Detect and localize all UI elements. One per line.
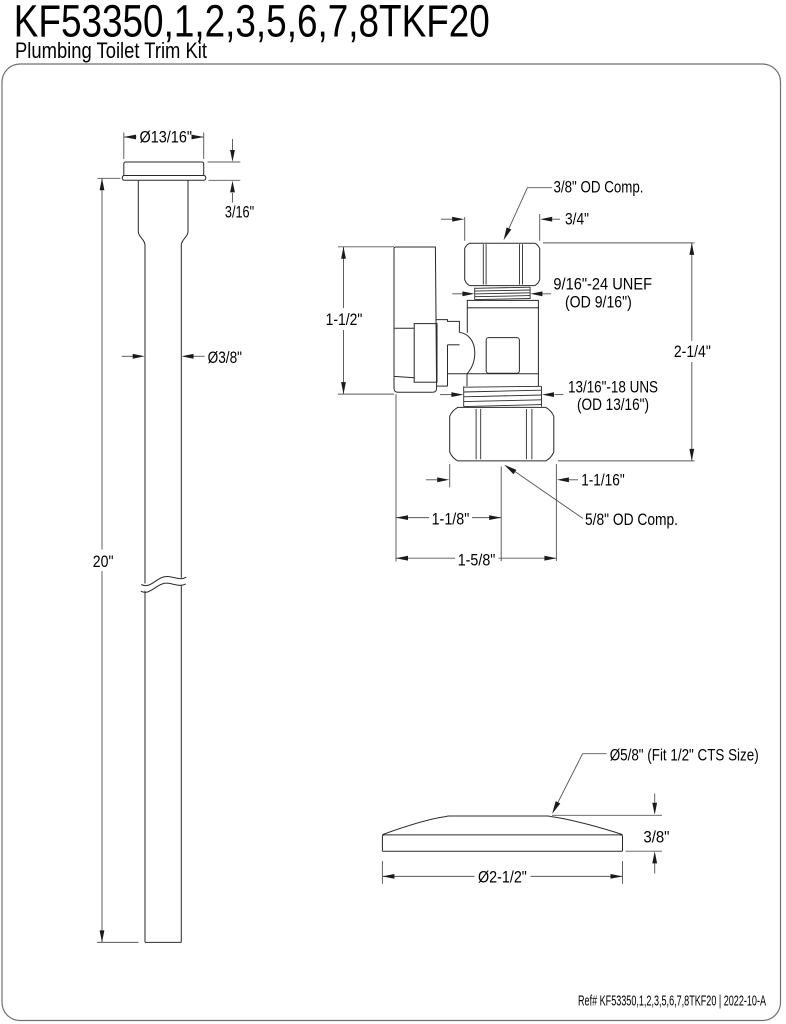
svg-text:5/8" OD Comp.: 5/8" OD Comp.	[585, 511, 678, 529]
svg-text:1-1/2": 1-1/2"	[326, 311, 363, 329]
svg-text:3/8" OD Comp.: 3/8" OD Comp.	[554, 178, 644, 196]
svg-text:1-5/8": 1-5/8"	[458, 551, 496, 569]
svg-text:13/16"-18 UNS: 13/16"-18 UNS	[568, 378, 658, 396]
svg-text:Ø13/16": Ø13/16"	[140, 129, 193, 147]
svg-text:(OD 13/16"): (OD 13/16")	[577, 396, 649, 414]
svg-text:1-1/8": 1-1/8"	[432, 511, 470, 529]
svg-text:20": 20"	[93, 553, 114, 571]
svg-text:2-1/4": 2-1/4"	[674, 343, 711, 361]
svg-text:Plumbing Toilet Trim Kit: Plumbing Toilet Trim Kit	[15, 38, 207, 63]
svg-text:Ref# KF53350,1,2,3,5,6,7,8TKF2: Ref# KF53350,1,2,3,5,6,7,8TKF20 | 2022-1…	[578, 993, 767, 1010]
svg-text:(OD 9/16"): (OD 9/16")	[565, 293, 632, 311]
svg-text:1-1/16": 1-1/16"	[581, 472, 625, 490]
svg-text:Ø3/8": Ø3/8"	[208, 349, 243, 367]
svg-text:KF53350,1,2,3,5,6,7,8TKF20: KF53350,1,2,3,5,6,7,8TKF20	[14, 0, 490, 46]
svg-text:3/4": 3/4"	[565, 211, 589, 229]
svg-text:3/16": 3/16"	[225, 204, 254, 222]
svg-text:Ø2-1/2": Ø2-1/2"	[478, 868, 527, 886]
svg-text:9/16"-24 UNEF: 9/16"-24 UNEF	[553, 276, 652, 294]
svg-text:3/8": 3/8"	[643, 828, 669, 846]
svg-text:Ø5/8" (Fit 1/2" CTS Size): Ø5/8" (Fit 1/2" CTS Size)	[610, 746, 759, 764]
